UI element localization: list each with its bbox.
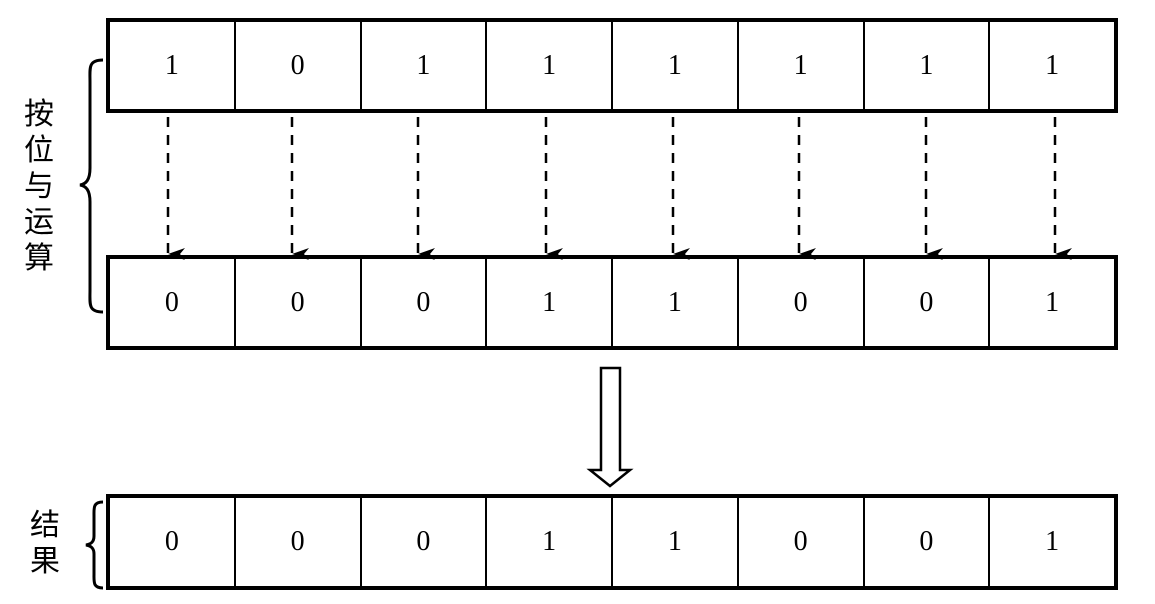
result-down-arrow bbox=[586, 366, 634, 488]
operand-b-bit: 1 bbox=[1045, 286, 1060, 318]
operand-b-bit: 1 bbox=[613, 259, 739, 346]
dashed-arrows bbox=[166, 117, 1072, 260]
operand-b-bit: 0 bbox=[362, 259, 488, 346]
operand-a-bit: 1 bbox=[362, 22, 488, 109]
result-bit: 0 bbox=[110, 498, 236, 586]
operand-b-bit: 0 bbox=[865, 259, 991, 346]
operand-a-bit: 1 bbox=[613, 22, 739, 109]
result-bit: 0 bbox=[739, 498, 865, 586]
result-label: 结 果 bbox=[27, 508, 63, 580]
label-char: 算 bbox=[24, 241, 54, 276]
operand-a-row: 1 0 1 1 1 1 1 1 bbox=[106, 18, 1118, 113]
label-char: 按 bbox=[24, 97, 54, 132]
operand-b-bit: 0 bbox=[236, 259, 362, 346]
operation-brace bbox=[79, 58, 104, 314]
result-bit: 1 bbox=[1045, 526, 1060, 557]
label-char: 果 bbox=[30, 544, 60, 579]
label-char: 与 bbox=[24, 169, 54, 204]
label-char: 位 bbox=[24, 133, 54, 168]
operand-a-bit: 1 bbox=[487, 22, 613, 109]
result-bit: 1 bbox=[613, 498, 739, 586]
result-bit: 0 bbox=[865, 498, 991, 586]
operand-b-row: 0 0 0 1 1 0 0 1 bbox=[106, 255, 1118, 350]
operand-a-bit: 1 bbox=[739, 22, 865, 109]
bitwise-and-label: 按 位 与 运 算 bbox=[21, 97, 57, 277]
result-brace bbox=[85, 500, 104, 590]
operand-a-bit: 1 bbox=[1045, 49, 1060, 81]
operand-b-bit: 0 bbox=[110, 259, 236, 346]
result-bit: 1 bbox=[487, 498, 613, 586]
operand-b-bit: 1 bbox=[487, 259, 613, 346]
result-bit: 0 bbox=[362, 498, 488, 586]
operand-a-bit: 1 bbox=[110, 22, 236, 109]
result-row: 0 0 0 1 1 0 0 1 bbox=[106, 494, 1118, 590]
operand-b-bit: 0 bbox=[739, 259, 865, 346]
label-char: 运 bbox=[24, 205, 54, 240]
result-bit: 0 bbox=[236, 498, 362, 586]
label-char: 结 bbox=[30, 508, 60, 543]
operand-a-bit: 1 bbox=[865, 22, 991, 109]
operand-a-bit: 0 bbox=[236, 22, 362, 109]
